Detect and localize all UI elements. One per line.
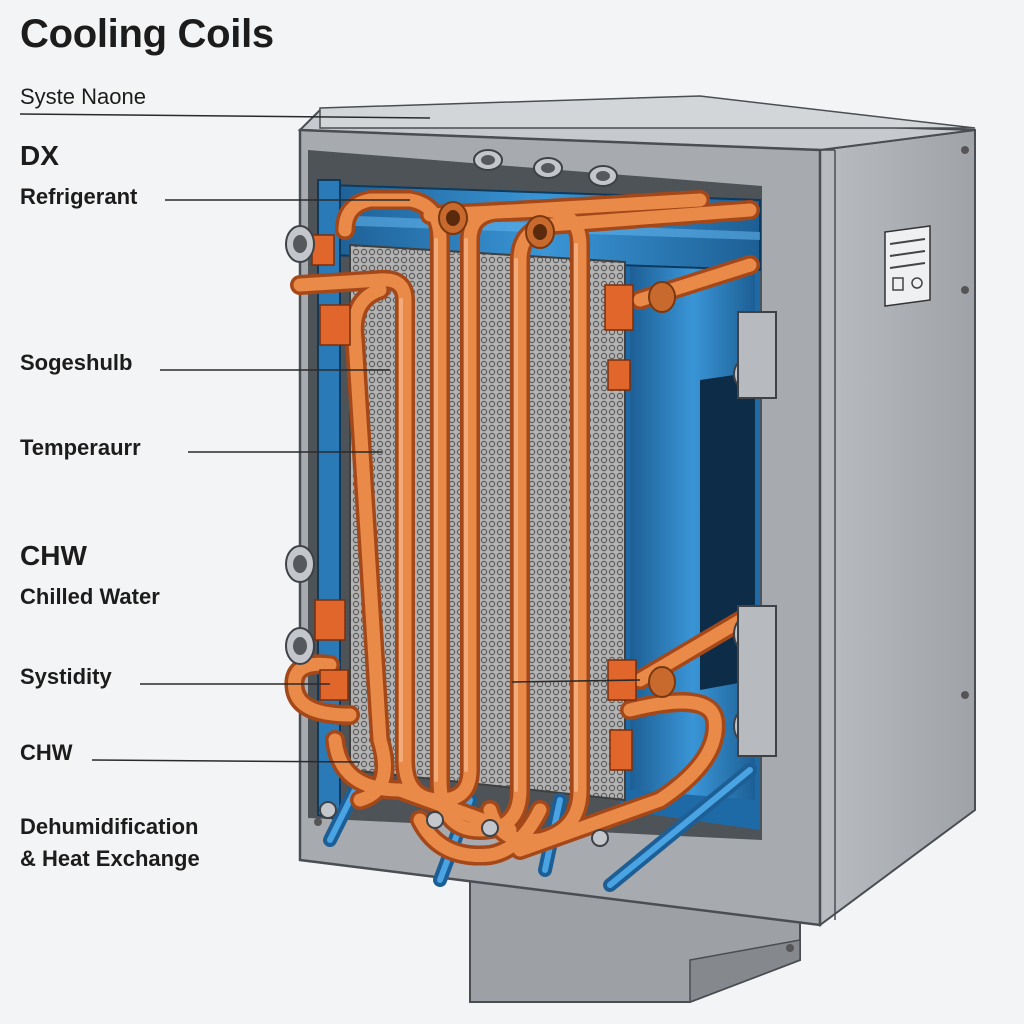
label-heat-exchange: & Heat Exchange [20, 846, 200, 871]
label-dx-heading: DX [20, 140, 59, 171]
label-refrigerant: Refrigerant [20, 184, 138, 209]
label-chilled-water: Chilled Water [20, 584, 160, 609]
spec-plate [884, 225, 931, 307]
label-systidity: Systidity [20, 664, 112, 689]
label-dehumidification: Dehumidification [20, 814, 199, 839]
label-chw-heading: CHW [20, 540, 87, 571]
diagram-title: Cooling Coils [20, 12, 274, 56]
label-temperature: Temperaurr [20, 435, 141, 460]
pipe-stubs [438, 201, 676, 698]
label-sogeshulb: Sogeshulb [20, 350, 133, 375]
mesh-core [349, 243, 626, 802]
leader-lines [19, 113, 641, 763]
label-system-name: Syste Naone [20, 84, 146, 109]
side-brackets [737, 311, 777, 757]
label-chw-lower: CHW [20, 740, 73, 765]
